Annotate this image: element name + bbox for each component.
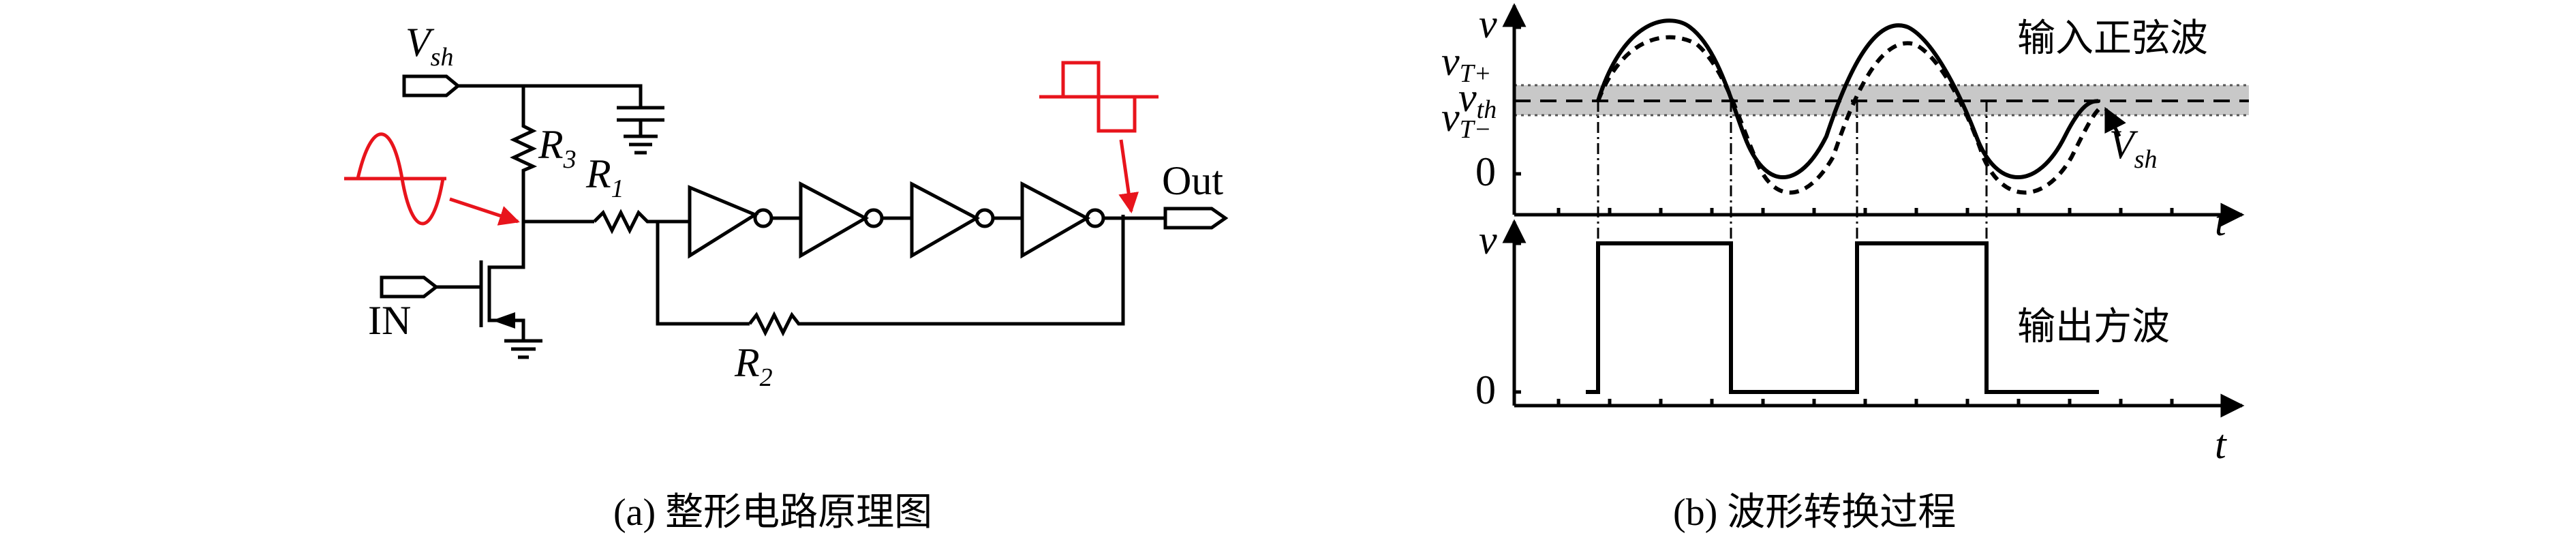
r3-resistor — [510, 86, 538, 222]
transition-guides — [1597, 101, 1988, 392]
inverter-2 — [799, 181, 912, 259]
top-zero-label: 0 — [1475, 149, 1496, 194]
r2-label: R2 — [734, 340, 773, 392]
top-t-label: t — [2215, 199, 2227, 244]
r3-label: R3 — [538, 122, 577, 174]
square-output-icon — [1039, 61, 1159, 213]
vsh-label: Vsh — [405, 20, 453, 72]
output-square-wave — [1586, 241, 2099, 394]
out-port — [1163, 207, 1229, 230]
circuit-schematic: Vsh R3 R1 IN — [344, 20, 1229, 534]
inverter-1 — [688, 185, 801, 259]
vth-label: vth — [1458, 75, 1497, 124]
in-label: IN — [368, 298, 411, 343]
out-label: Out — [1162, 158, 1223, 203]
bottom-t-label: t — [2215, 422, 2227, 467]
inverter-3 — [910, 181, 1022, 259]
in-port — [380, 275, 440, 299]
caption-b: (b) 波形转换过程 — [1673, 492, 1956, 534]
bottom-axis-ticks — [1514, 241, 2225, 406]
vt-plus-label: vT+ — [1441, 39, 1491, 88]
shifted-sine-wave — [1596, 35, 2101, 195]
capacitor-symbol — [617, 106, 664, 155]
vsh-arrow — [2104, 106, 2126, 138]
r1-label: R1 — [585, 151, 624, 203]
r1-resistor — [593, 209, 658, 235]
sine-label: 输入正弦波 — [2017, 18, 2208, 60]
waveform-panel: Vsh v vT+ vth vT− 0 t 输入正弦波 v — [1441, 1, 2249, 534]
vsh-shift-label: Vsh — [2109, 122, 2157, 174]
vsh-port — [402, 74, 461, 97]
bottom-zero-label: 0 — [1475, 367, 1496, 412]
sine-input-icon — [344, 132, 520, 226]
input-sine-wave — [1596, 18, 2100, 179]
vt-minus-label: vT− — [1441, 95, 1491, 144]
caption-a: (a) 整形电路原理图 — [613, 492, 932, 534]
top-v-label: v — [1479, 1, 1497, 46]
bottom-v-label: v — [1479, 217, 1497, 262]
inverter-4 — [1020, 181, 1165, 259]
square-label: 输出方波 — [2017, 306, 2170, 348]
mosfet-symbol — [469, 222, 542, 359]
feedback-wire — [656, 222, 750, 326]
r2-resistor — [748, 215, 1125, 337]
vsh-rail — [458, 84, 643, 108]
top-axis-ticks — [1514, 25, 2225, 215]
